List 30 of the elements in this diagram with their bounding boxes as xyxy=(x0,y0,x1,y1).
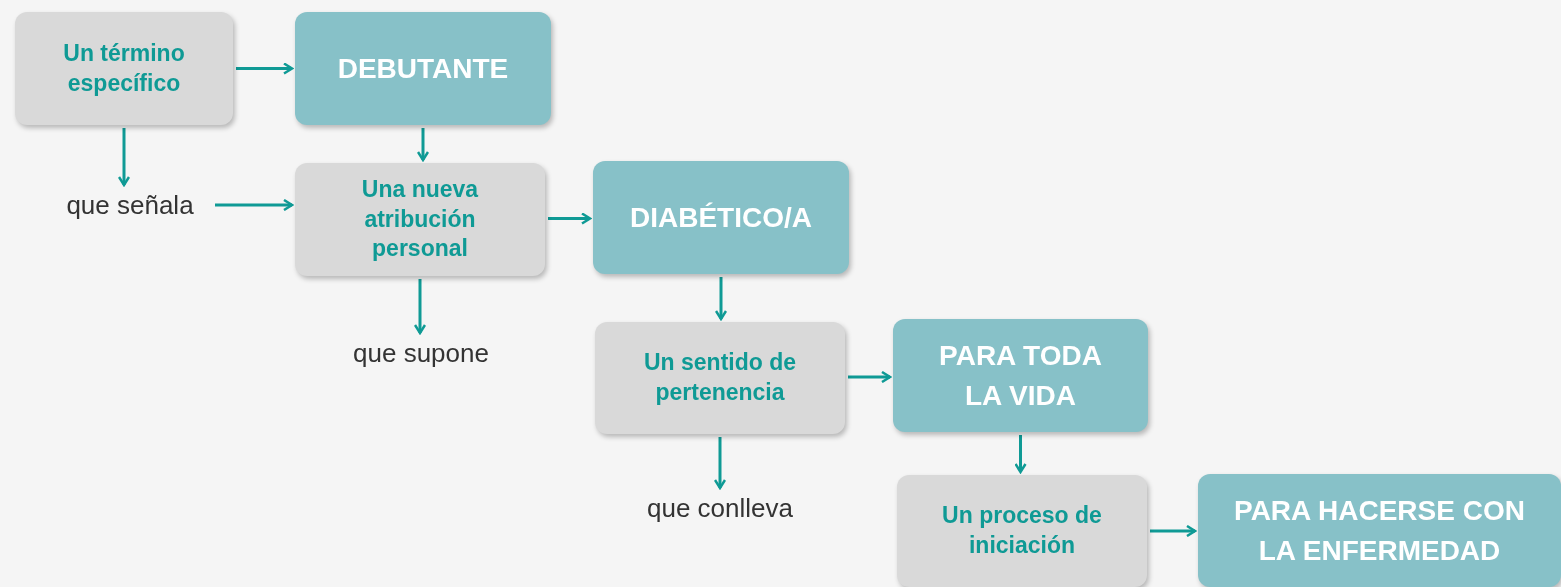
arrow xyxy=(848,370,892,384)
term-box xyxy=(295,163,545,276)
highlight-box xyxy=(593,161,849,274)
box-label: Un sentido de pertenencia xyxy=(642,348,798,407)
arrow xyxy=(413,279,427,335)
arrow xyxy=(714,277,728,321)
box-label: PARA TODA LA VIDA xyxy=(938,339,1103,413)
connector-phrase: que supone xyxy=(353,337,489,369)
arrow xyxy=(236,62,294,75)
box-label: DEBUTANTE xyxy=(337,51,509,86)
arrow xyxy=(548,212,592,225)
arrow xyxy=(713,437,727,490)
term-box xyxy=(595,322,845,434)
box-label: Una nueva atribución personal xyxy=(360,174,480,264)
box-label: DIABÉTICO/A xyxy=(630,200,812,235)
highlight-box xyxy=(893,319,1148,432)
connector-phrase: que señala xyxy=(66,189,194,221)
arrow xyxy=(1014,435,1027,474)
arrow xyxy=(117,128,131,187)
box-label: Un término específico xyxy=(62,38,186,98)
arrow xyxy=(416,128,430,162)
highlight-box xyxy=(295,12,551,125)
term-box xyxy=(897,475,1147,587)
connector-phrase: que conlleva xyxy=(647,492,793,524)
box-label: Un proceso de iniciación xyxy=(941,501,1103,560)
box-label: PARA HACERSE CON LA ENFERMEDAD xyxy=(1233,494,1526,568)
arrow xyxy=(215,198,294,212)
arrow xyxy=(1150,524,1197,538)
term-box xyxy=(15,12,233,125)
highlight-box xyxy=(1198,474,1561,587)
